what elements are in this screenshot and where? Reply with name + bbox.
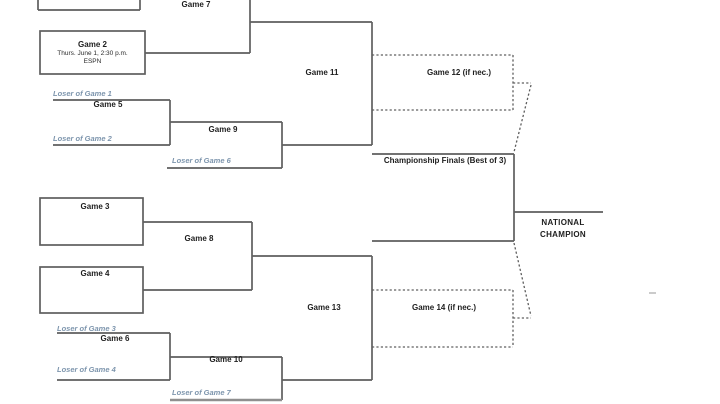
game3-label: Game 3 bbox=[80, 202, 110, 211]
game12-label: Game 12 (if nec.) bbox=[426, 68, 492, 77]
loser-of-game7-label: Loser of Game 7 bbox=[172, 388, 231, 397]
national-champion-line2: CHAMPION bbox=[540, 230, 586, 239]
game4-label: Game 4 bbox=[80, 269, 110, 278]
championship-finals-label: Championship Finals (Best of 3) bbox=[383, 156, 507, 165]
game6-label: Game 6 bbox=[100, 334, 130, 343]
national-champion-label: NATIONAL CHAMPION bbox=[540, 217, 586, 241]
loser-of-game6-label: Loser of Game 6 bbox=[172, 156, 231, 165]
game11-label: Game 11 bbox=[305, 68, 339, 77]
game10-label: Game 10 bbox=[209, 355, 243, 364]
game5-label: Game 5 bbox=[93, 100, 123, 109]
game13-label: Game 13 bbox=[307, 303, 341, 312]
game2-network: ESPN bbox=[83, 58, 102, 65]
national-champion-line1: NATIONAL bbox=[541, 218, 585, 227]
game14-label: Game 14 (if nec.) bbox=[411, 303, 477, 312]
dashed-if-necessary-lines bbox=[372, 54, 532, 348]
game8-label: Game 8 bbox=[184, 234, 214, 243]
game2-box: Game 2 Thurs. June 1, 2:30 p.m. ESPN bbox=[40, 31, 145, 74]
loser-of-game1-label: Loser of Game 1 bbox=[53, 89, 112, 98]
loser-of-game2-label: Loser of Game 2 bbox=[53, 134, 112, 143]
loser-of-game4-label: Loser of Game 4 bbox=[57, 365, 116, 374]
game9-label: Game 9 bbox=[208, 125, 238, 134]
loser-of-game3-label: Loser of Game 3 bbox=[57, 324, 116, 333]
game7-label: Game 7 bbox=[181, 0, 211, 9]
game2-schedule: Thurs. June 1, 2:30 p.m. bbox=[57, 50, 128, 57]
solid-bracket-lines bbox=[37, 0, 603, 400]
game2-label: Game 2 bbox=[78, 40, 107, 49]
